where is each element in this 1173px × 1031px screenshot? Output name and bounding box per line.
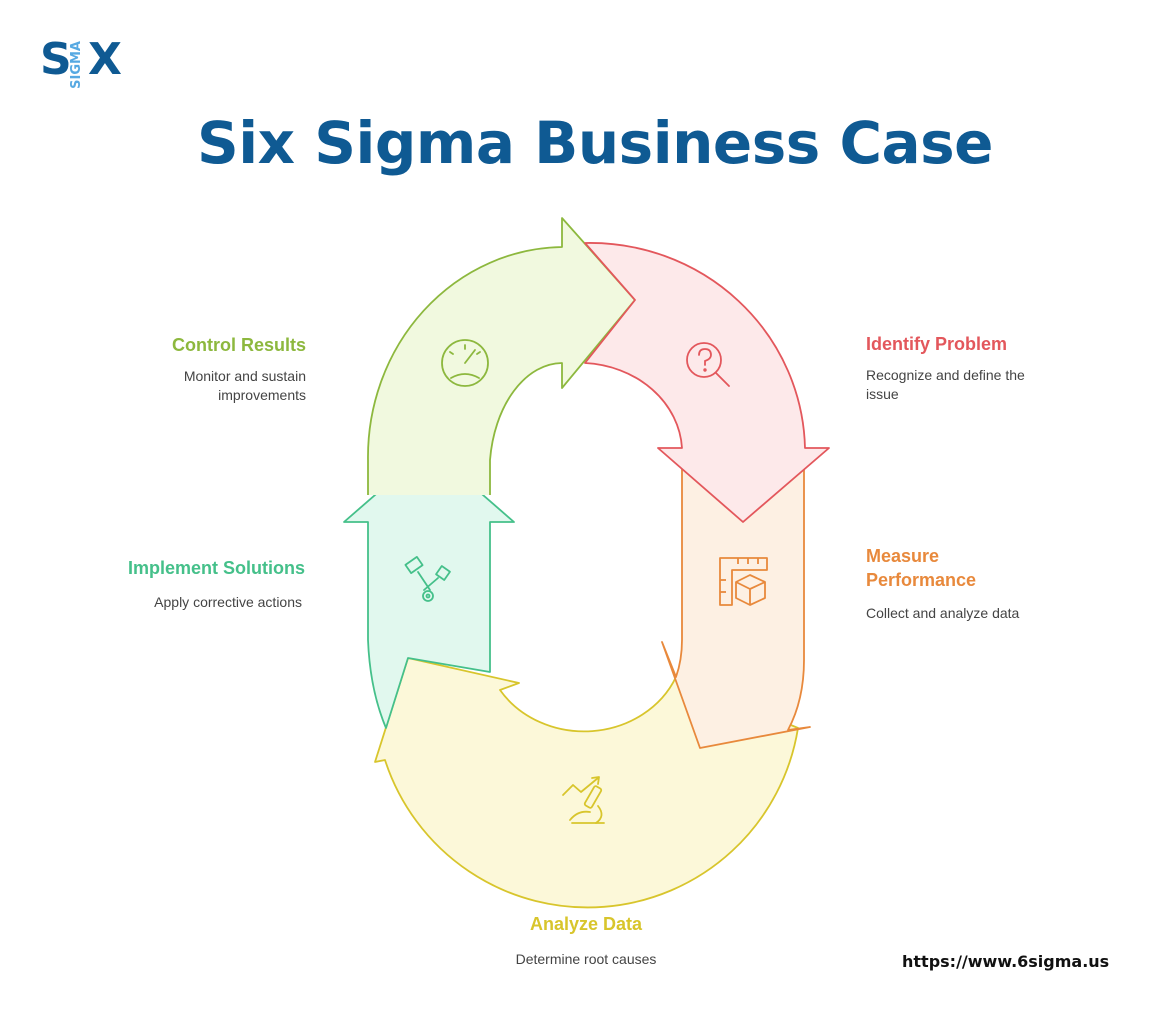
logo-letter-s: S xyxy=(40,34,72,85)
six-sigma-logo: S SIGMA X xyxy=(40,34,122,89)
control-description-line1: Monitor and sustain xyxy=(183,368,306,384)
question-magnifier-icon xyxy=(686,342,730,387)
control-results-title: Control Results xyxy=(171,335,306,355)
implement-solutions-description: Apply corrective actions xyxy=(154,594,302,610)
identify-problem-description: Recognize and define the issue xyxy=(866,367,1025,402)
control-description-line2: improvements xyxy=(218,387,306,403)
implement-solutions-title: Implement Solutions xyxy=(127,558,305,578)
identify-problem-title: Identify Problem xyxy=(866,334,1008,354)
microscope-chart-icon xyxy=(562,776,605,824)
measure-title-line1: Measure xyxy=(866,546,940,566)
speedometer-icon xyxy=(441,339,489,387)
measure-performance-title: Measure Performance xyxy=(866,544,1096,592)
measure-arrow xyxy=(661,461,811,749)
analyze-data-description: Determine root causes xyxy=(515,951,657,967)
measure-title-line2: Performance xyxy=(866,570,977,590)
logo-letter-x: X xyxy=(88,34,122,85)
control-arrow xyxy=(367,217,636,495)
analyze-data-title: Analyze Data xyxy=(529,914,643,934)
tools-gear-icon xyxy=(404,555,451,602)
ruler-cube-icon xyxy=(719,557,768,606)
page-title: Six Sigma Business Case xyxy=(196,109,994,177)
website-url[interactable]: https://www.6sigma.us xyxy=(902,952,1110,971)
measure-performance-description: Collect and analyze data xyxy=(866,605,1020,621)
identify-arrow xyxy=(584,242,830,523)
control-results-description: Monitor and sustain improvements xyxy=(60,367,306,405)
